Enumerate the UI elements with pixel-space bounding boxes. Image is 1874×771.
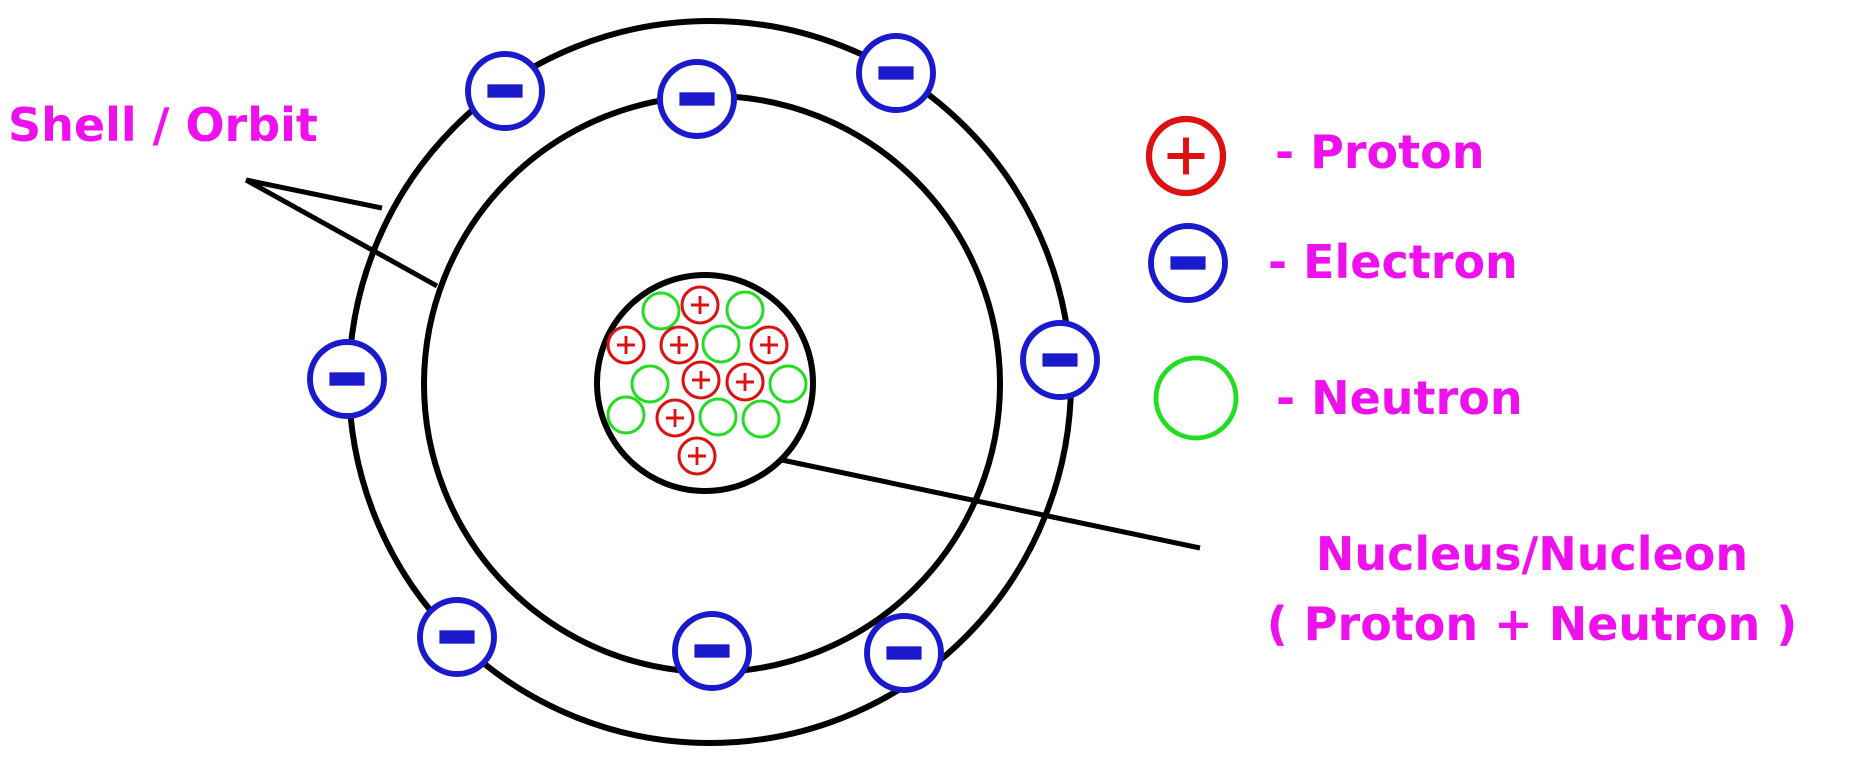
legend-proton-icon <box>1145 115 1227 197</box>
nucleus-particles <box>606 285 808 476</box>
legend-electron-icon <box>1148 223 1228 303</box>
electron <box>465 51 545 131</box>
nucleus-label: Nucleus/Nucleon <box>1316 527 1748 581</box>
neutron <box>741 399 781 439</box>
minus-icon <box>694 644 730 658</box>
proton <box>749 325 789 365</box>
electron <box>657 59 737 139</box>
neutron <box>606 395 646 435</box>
neutron <box>725 290 765 330</box>
neutron <box>698 397 738 437</box>
legend <box>1145 115 1239 441</box>
proton <box>677 436 717 476</box>
proton <box>725 362 765 402</box>
legend-proton-label: - Proton <box>1275 125 1484 179</box>
proton <box>680 285 720 325</box>
proton <box>681 360 721 400</box>
plus-icon <box>617 336 635 354</box>
minus-icon <box>329 372 365 386</box>
minus-icon <box>1170 256 1206 270</box>
plus-icon <box>688 447 706 465</box>
electron <box>672 611 752 691</box>
proton <box>606 325 646 365</box>
nucleus-composition-label: ( Proton + Neutron ) <box>1267 597 1797 651</box>
plus-icon <box>670 336 688 354</box>
minus-icon <box>439 630 475 644</box>
nucleus-pointer-line <box>781 457 1201 551</box>
minus-icon <box>679 92 715 106</box>
shell-orbit-label: Shell / Orbit <box>8 98 318 152</box>
electron <box>856 33 936 113</box>
plus-icon <box>760 336 778 354</box>
shell-pointer-lines <box>244 177 439 289</box>
electron <box>307 339 387 419</box>
minus-icon <box>487 84 523 98</box>
plus-icon <box>736 373 754 391</box>
minus-icon <box>878 66 914 80</box>
neutron <box>641 291 681 331</box>
plus-icon <box>666 409 684 427</box>
plus-icon <box>692 371 710 389</box>
neutron <box>701 324 741 364</box>
minus-icon <box>1042 353 1078 367</box>
electron <box>417 597 497 677</box>
electron <box>864 613 944 693</box>
neutron <box>768 364 808 404</box>
electrons <box>307 33 1100 693</box>
legend-electron-label: - Electron <box>1268 235 1518 289</box>
minus-icon <box>886 646 922 660</box>
proton <box>655 398 695 438</box>
legend-neutron-icon <box>1153 355 1239 441</box>
plus-icon <box>1167 137 1205 175</box>
neutron <box>630 364 670 404</box>
proton <box>659 325 699 365</box>
legend-neutron-label: - Neutron <box>1276 371 1523 425</box>
electron <box>1020 320 1100 400</box>
plus-icon <box>691 296 709 314</box>
